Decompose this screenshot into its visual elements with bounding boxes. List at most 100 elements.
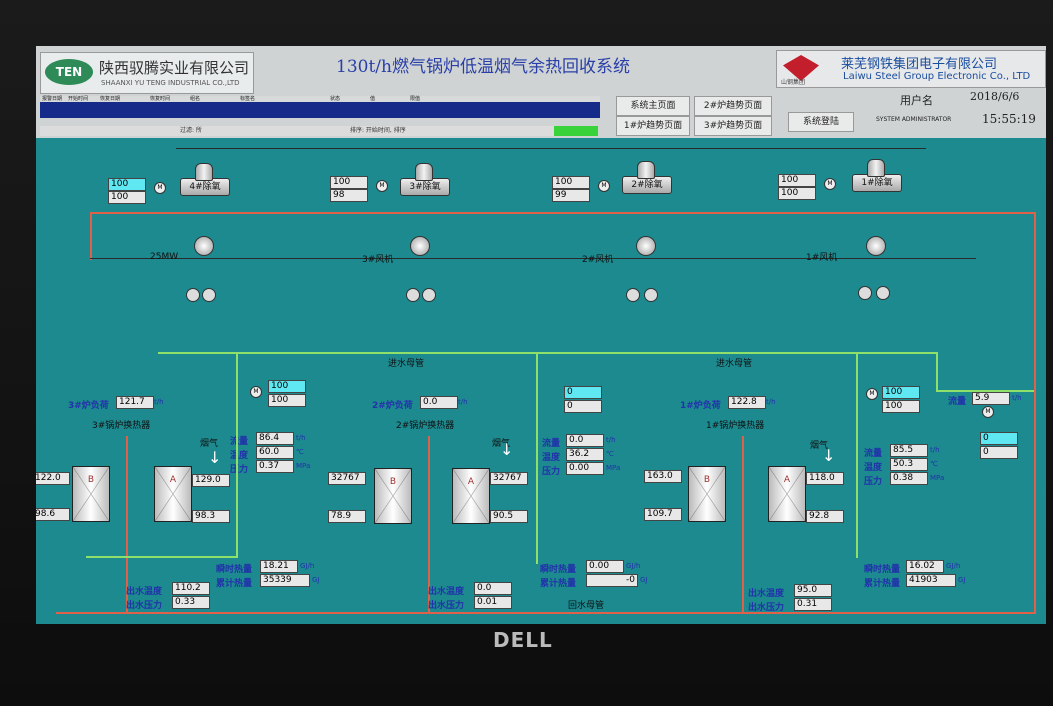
nav-trend1-button[interactable]: 1#炉趋势页面 xyxy=(616,116,690,136)
deaerator-1[interactable]: 1#除氧 xyxy=(852,159,902,192)
laiwu-name-cn: 莱芜钢铁集团电子有限公司 xyxy=(841,57,998,72)
hx-label: B xyxy=(703,475,711,485)
right-flow-value: 5.9 xyxy=(972,392,1010,405)
alarm-col: 开始时间 xyxy=(68,96,89,102)
motor-icon[interactable]: M xyxy=(598,180,610,192)
fan-icon[interactable] xyxy=(866,236,886,256)
press-label: 压力 xyxy=(864,477,883,487)
smoke-label: 烟气 xyxy=(810,441,829,451)
unit: ℃ xyxy=(296,448,304,456)
alarm-col: 恢复时间 xyxy=(150,96,171,102)
pump-icon[interactable] xyxy=(626,288,640,302)
heat-exchanger-a[interactable]: A xyxy=(768,466,806,522)
valve-value: 100 xyxy=(268,394,306,407)
smoke-label: 烟气 xyxy=(492,439,511,449)
valve-value: 100 xyxy=(268,380,306,393)
heat-value: 16.02 xyxy=(906,560,944,573)
flue-pipe xyxy=(90,258,976,259)
alarm-table[interactable]: 报警日期 开始时间 恢复日期 恢复时间 组名 标签名 状态 值 限值 xyxy=(40,96,600,118)
nav-main-button[interactable]: 系统主页面 xyxy=(616,96,690,116)
out-press-value: 0.31 xyxy=(794,598,832,611)
hx-b-inlet: 32767 xyxy=(328,472,366,485)
temp-label: 温度 xyxy=(864,463,883,473)
pipe-segment xyxy=(428,436,430,612)
fan-icon[interactable] xyxy=(194,236,214,256)
nav-trend2-button[interactable]: 2#炉趋势页面 xyxy=(694,96,772,116)
pipe-segment xyxy=(936,352,938,392)
temp-label: 温度 xyxy=(542,453,561,463)
hx-a-outlet: 92.8 xyxy=(806,510,844,523)
hx-a-inlet: 129.0 xyxy=(192,474,230,487)
pump-icon[interactable] xyxy=(422,288,436,302)
heat-exchanger-a[interactable]: A xyxy=(452,468,490,524)
alarm-filter-bar: 过滤: 所 排序: 开始时间, 排序 xyxy=(40,126,598,136)
smoke-arrow-icon: ↓ xyxy=(500,440,514,459)
out-temp-value: 0.0 xyxy=(474,582,512,595)
pipe-segment xyxy=(1034,212,1036,612)
heat-exchanger-b[interactable]: B xyxy=(374,468,412,524)
smoke-arrow-icon: ↓ xyxy=(822,446,836,465)
flow-value: 0.0 xyxy=(566,434,604,447)
header-bar: TEN 陕西驭腾实业有限公司 SHAANXI YU TENG INDUSTRIA… xyxy=(36,46,1046,138)
deaerator-name: 2#除氧 xyxy=(631,180,663,190)
heat-exchanger-a[interactable]: A xyxy=(154,466,192,522)
deaerator-4[interactable]: 4#除氧 xyxy=(180,163,230,196)
tank-dome-icon xyxy=(415,163,433,181)
heat-exchanger-b[interactable]: B xyxy=(72,466,110,522)
valve-value: 100 xyxy=(552,176,590,189)
motor-icon[interactable]: M xyxy=(824,178,836,190)
hx-a-inlet: 118.0 xyxy=(806,472,844,485)
deaerator-3[interactable]: 3#除氧 xyxy=(400,163,450,196)
out-temp-value: 110.2 xyxy=(172,582,210,595)
heat-label: 瞬时热量 xyxy=(216,565,253,575)
pump-icon[interactable] xyxy=(876,286,890,300)
fan-label: 1#风机 xyxy=(806,253,838,263)
pump-icon[interactable] xyxy=(186,288,200,302)
login-button[interactable]: 系统登陆 xyxy=(788,112,854,132)
fan-icon[interactable] xyxy=(636,236,656,256)
hx-b-outlet: 98.6 xyxy=(36,508,70,521)
motor-icon[interactable]: M xyxy=(154,182,166,194)
motor-icon[interactable]: M xyxy=(982,406,994,418)
unit: MPa xyxy=(930,474,945,482)
pump-icon[interactable] xyxy=(406,288,420,302)
flow-label: 流量 xyxy=(864,449,883,459)
inlet-header-label-2: 进水母管 xyxy=(716,359,753,369)
valve-value: 100 xyxy=(778,174,816,187)
deaerator-2[interactable]: 2#除氧 xyxy=(622,161,672,194)
out-press-label: 出水压力 xyxy=(126,601,163,611)
motor-icon[interactable]: M xyxy=(866,388,878,400)
hx-a-outlet: 98.3 xyxy=(192,510,230,523)
alarm-table-row[interactable] xyxy=(40,102,600,118)
boiler1-load-label: 1#炉负荷 xyxy=(680,401,721,411)
flow-value: 85.5 xyxy=(890,444,928,457)
press-value: 0.00 xyxy=(566,462,604,475)
heat-exchanger-b[interactable]: B xyxy=(688,466,726,522)
out-temp-label: 出水温度 xyxy=(428,587,465,597)
right-flow-label: 流量 xyxy=(948,397,967,407)
smoke-label: 烟气 xyxy=(200,439,219,449)
unit: t/h xyxy=(606,436,616,444)
boiler1-exchanger-label: 1#锅炉换热器 xyxy=(706,421,765,431)
center-pipe xyxy=(536,352,538,564)
press-label: 压力 xyxy=(542,467,561,477)
motor-icon[interactable]: M xyxy=(376,180,388,192)
motor-icon[interactable]: M xyxy=(250,386,262,398)
status-indicator xyxy=(554,126,598,136)
unit: MPa xyxy=(606,464,621,472)
pump-icon[interactable] xyxy=(644,288,658,302)
fan-label: 3#风机 xyxy=(362,255,394,265)
unit: t/h xyxy=(154,398,164,406)
fan-icon[interactable] xyxy=(410,236,430,256)
pump-icon[interactable] xyxy=(202,288,216,302)
steam-main-pipe xyxy=(90,212,1036,214)
hx-label: B xyxy=(87,475,95,485)
scada-screen: TEN 陕西驭腾实业有限公司 SHAANXI YU TENG INDUSTRIA… xyxy=(36,46,1046,624)
nav-trend3-button[interactable]: 3#炉趋势页面 xyxy=(694,116,772,136)
temp-value: 36.2 xyxy=(566,448,604,461)
press-label: 压力 xyxy=(230,465,249,475)
pump-icon[interactable] xyxy=(858,286,872,300)
user-name: SYSTEM ADMINISTRATOR xyxy=(876,116,952,123)
smoke-arrow-icon: ↓ xyxy=(208,448,222,467)
return-header-pipe xyxy=(56,612,1036,614)
